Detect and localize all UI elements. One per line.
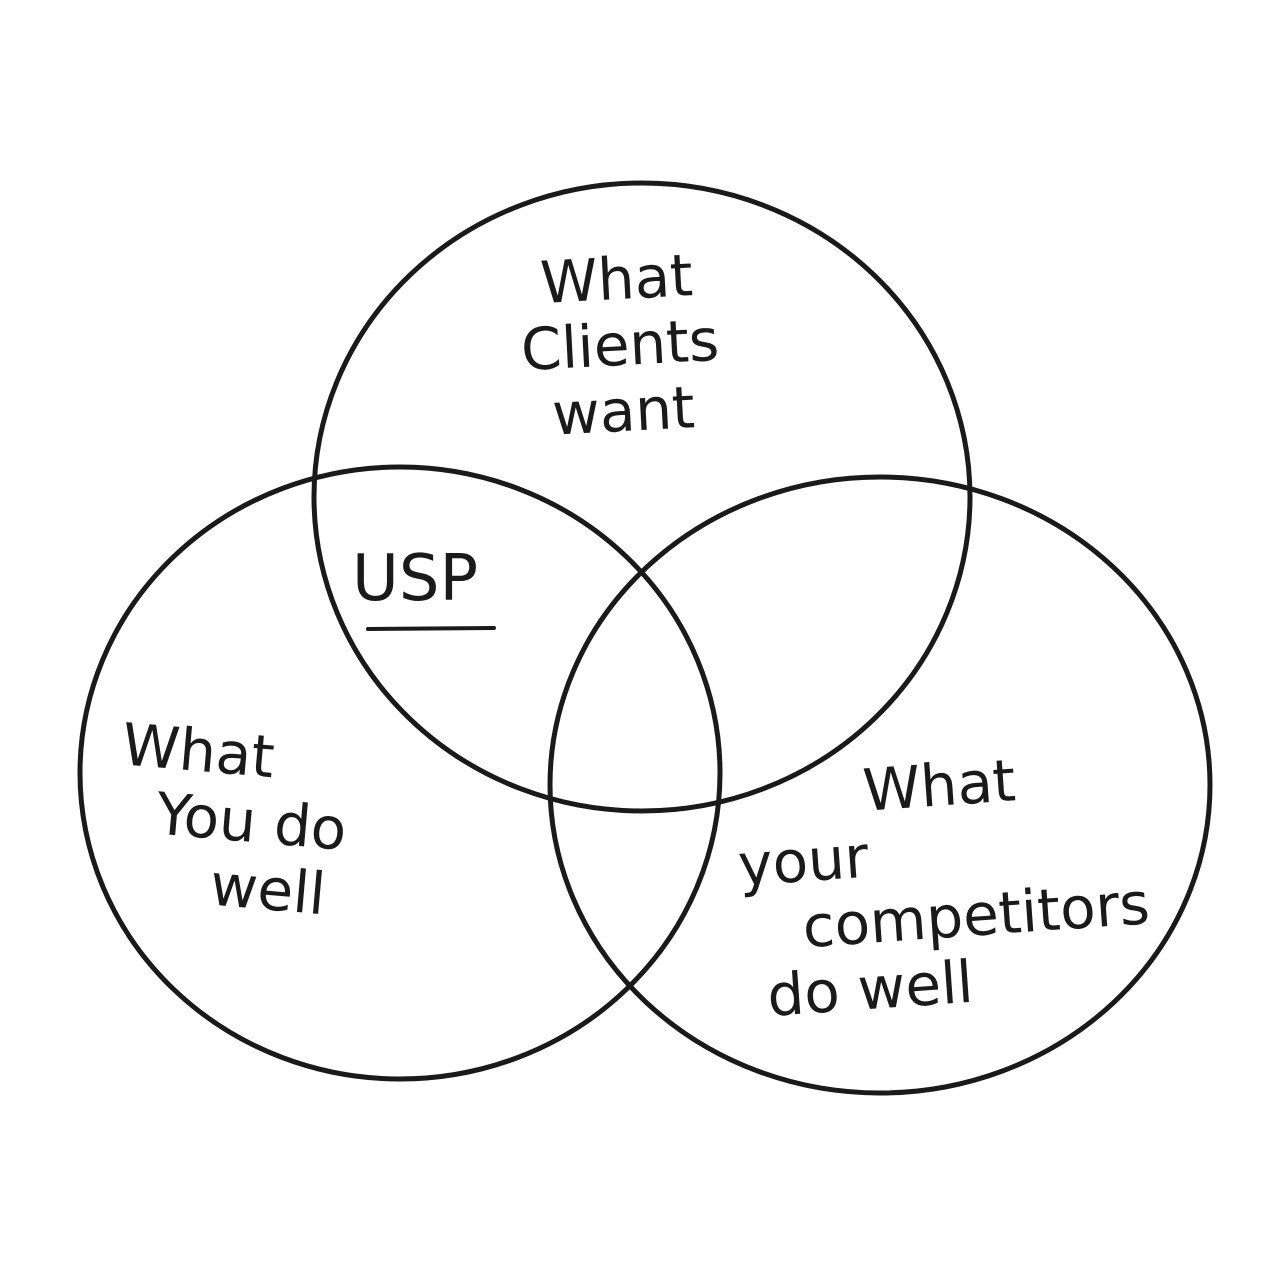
- usp-underline-stroke: [366, 626, 496, 631]
- circle-competitors: [547, 474, 1213, 1096]
- label-what-you-do-well: What You do well: [88, 710, 444, 937]
- label-what-clients-want: What Clients want: [465, 238, 775, 451]
- usp-underline: [366, 626, 496, 631]
- circle-you: [77, 464, 723, 1082]
- circle-clients: [311, 180, 973, 814]
- label-usp: USP: [352, 542, 479, 616]
- label-what-your-competitors-do-well: What your competitors do well: [731, 738, 1168, 1031]
